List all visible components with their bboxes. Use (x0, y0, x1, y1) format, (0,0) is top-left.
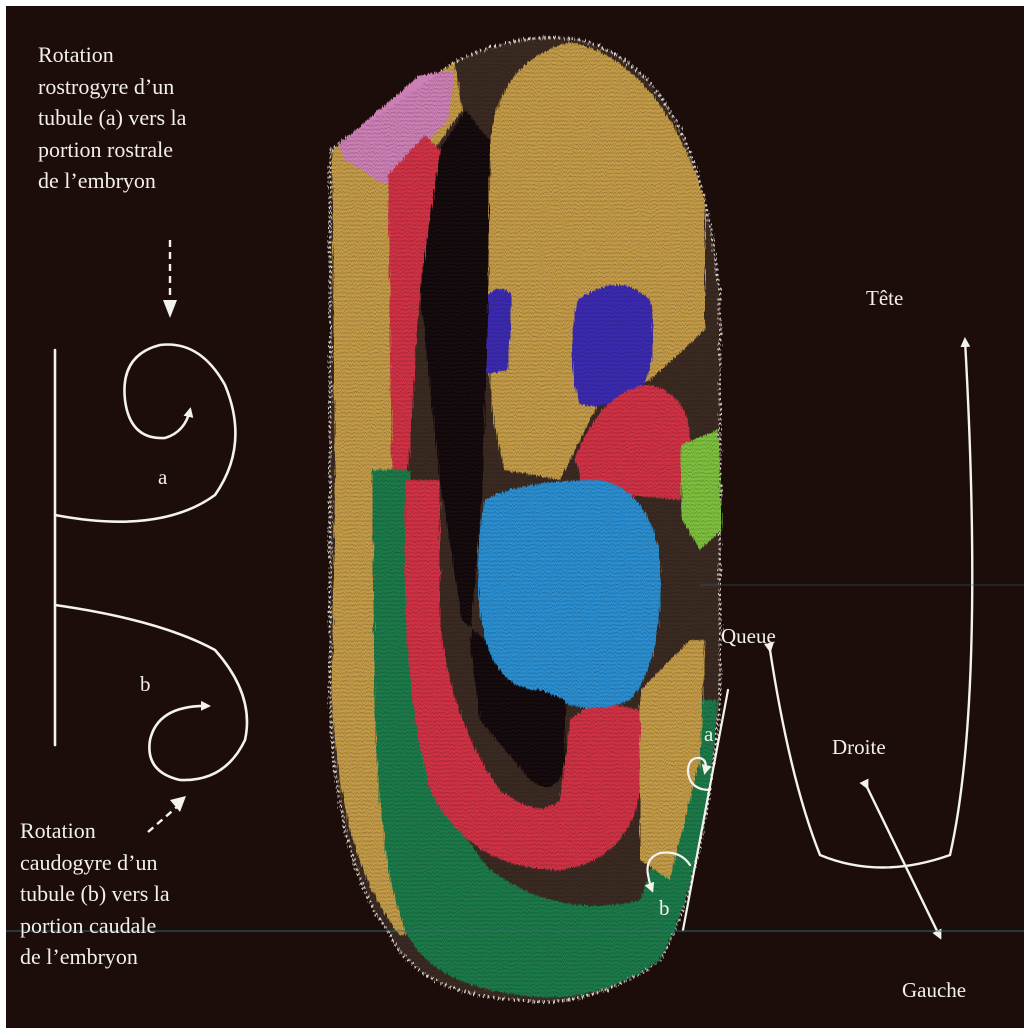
label-b-left: b (140, 672, 151, 696)
label-queue: Queue (721, 624, 776, 648)
label-tete: Tête (866, 286, 903, 310)
orientation-arrows (770, 340, 972, 937)
spiral-a (55, 345, 235, 522)
label-b-right: b (659, 896, 670, 920)
label-a-left: a (158, 465, 167, 489)
spiral-b (55, 605, 247, 780)
dashed-down-arrow-icon (163, 240, 177, 318)
caudal-caption: Rotation caudogyre d’un tubule (b) vers … (20, 815, 290, 973)
label-a-right: a (704, 722, 713, 746)
embryo-reconstruction (330, 38, 722, 1002)
rostral-caption: Rotation rostrogyre d’un tubule (a) vers… (38, 39, 308, 197)
label-gauche: Gauche (902, 978, 966, 1002)
head-tail-arrow (770, 340, 972, 868)
label-droite: Droite (832, 735, 886, 759)
embryo-texture (330, 38, 720, 1002)
left-schematic (55, 345, 247, 781)
